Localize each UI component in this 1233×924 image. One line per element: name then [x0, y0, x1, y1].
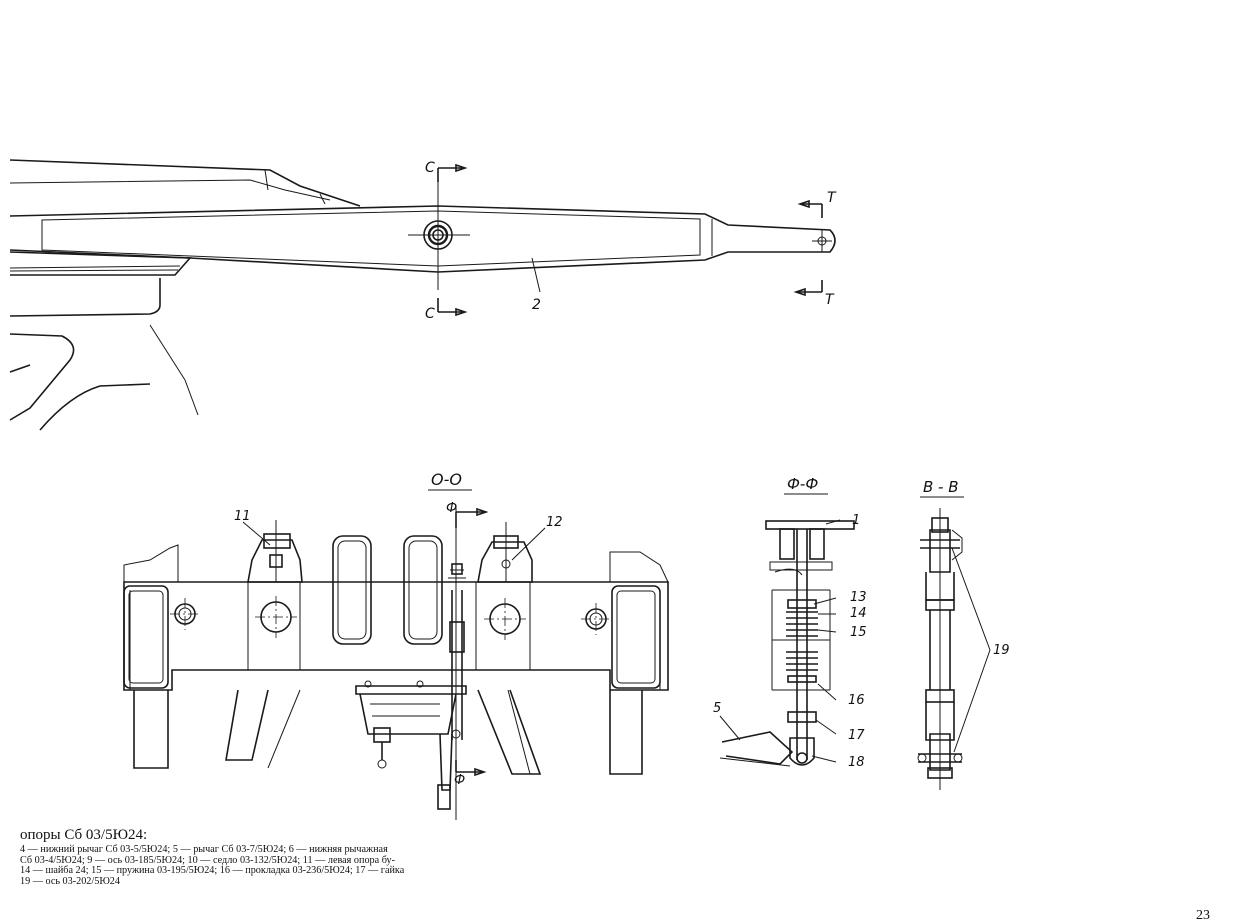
top-plate-1: [765, 520, 855, 530]
nut-17: [787, 711, 817, 723]
lever-5: [721, 731, 794, 765]
section-c-markers: [437, 163, 468, 317]
label-15: 15: [850, 625, 867, 640]
label-12: 12: [546, 515, 563, 530]
label-17: 17: [848, 728, 865, 743]
label-16: 16: [848, 693, 865, 708]
vertical-member-left: [332, 535, 372, 645]
vertical-member-right: [403, 535, 443, 645]
upper-spring-15: [786, 599, 818, 637]
section-c-label-bottom: С: [425, 306, 435, 322]
section-t-markers: [793, 199, 823, 297]
figure-caption: опоры Сб 03/5Ю24: 4 — нижний рычаг Сб 03…: [20, 826, 540, 887]
label-13: 13: [850, 590, 867, 605]
label-5: 5: [713, 701, 721, 716]
label-18: 18: [848, 755, 865, 770]
lever-inner-outline: [41, 210, 701, 267]
linkage-mechanism: [355, 505, 467, 820]
lever-outer-outline: [9, 205, 836, 273]
section-bb-title: В - В: [923, 478, 959, 496]
left-support-11: [247, 520, 303, 583]
label-14: 14: [850, 606, 867, 621]
lower-spring-16: [786, 651, 818, 683]
section-c-label-top: С: [425, 160, 435, 176]
label-11: 11: [234, 509, 251, 524]
top-view-lever: С С Т Т 2: [9, 159, 837, 431]
section-oo-view: О-О: [123, 470, 669, 820]
label-19: 19: [993, 643, 1010, 658]
left-frame-fragment: [9, 159, 361, 431]
main-beam: [123, 581, 669, 691]
page-number: 23: [1196, 908, 1210, 923]
caption-line: 14 — шайба 24; 15 — пружина 03-195/5Ю24;…: [20, 865, 405, 876]
caption-line: 4 — нижний рычаг Сб 03-5/5Ю24; 5 — рычаг…: [20, 844, 388, 855]
lever-hub: [408, 182, 470, 290]
section-ff-title: Ф-Ф: [787, 475, 818, 493]
section-t-label-top: Т: [827, 190, 837, 206]
label-1: 1: [852, 513, 860, 528]
caption-title: опоры Сб 03/5Ю24:: [20, 827, 148, 843]
part-2-label: 2: [532, 297, 541, 313]
section-oo-title: О-О: [431, 470, 462, 489]
section-f-label-top: Ф: [446, 501, 457, 516]
beam-holes: [170, 596, 611, 640]
bogie-legs: [133, 689, 643, 775]
section-t-label-bottom: Т: [825, 292, 835, 308]
section-ff-view: Ф-Ф 1 13 14 15: [713, 475, 867, 770]
clevis-18: [789, 737, 815, 766]
caption-line: 19 — ось 03-202/5Ю24: [20, 875, 120, 887]
left-box-section: [123, 585, 169, 689]
section-f-label-bottom: Ф: [454, 773, 465, 788]
section-bb-view: В - В 19: [917, 478, 1010, 790]
right-support-12: [477, 522, 533, 583]
right-box-section: [611, 585, 661, 689]
caption-line: Сб 03-4/5Ю24; 9 — ось 03-185/5Ю24; 10 — …: [20, 854, 395, 866]
